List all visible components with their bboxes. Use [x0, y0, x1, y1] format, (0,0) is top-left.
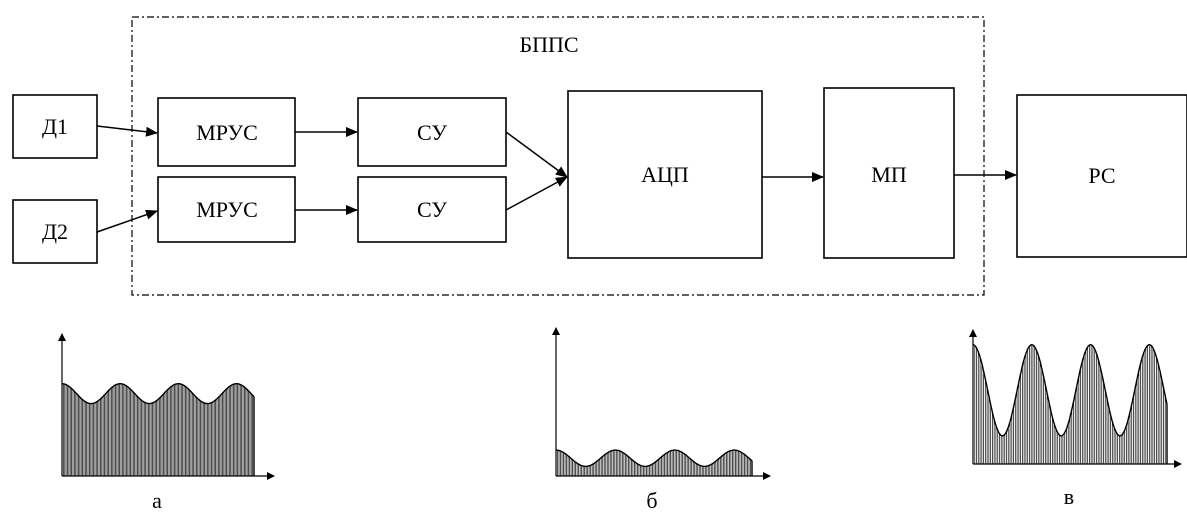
svg-text:МП: МП	[871, 162, 907, 187]
su-block-2: СУ	[357, 176, 507, 243]
svg-text:РС: РС	[1088, 163, 1115, 188]
sensor-d1-block: Д1	[12, 94, 98, 159]
svg-text:Д1: Д1	[42, 114, 68, 139]
signal-envelope	[62, 383, 255, 405]
adc-block: АЦП	[567, 90, 763, 259]
arrow-su1-to-adc	[505, 131, 568, 178]
sensor-d2-block: Д2	[12, 199, 98, 264]
signal-caption-a: а	[152, 488, 162, 512]
mp-block: МП	[823, 87, 955, 259]
mrus-block-2: МРУС	[157, 176, 296, 243]
bpps-group-boundary	[131, 16, 985, 296]
signal-caption-b: б	[646, 488, 657, 512]
svg-text:АЦП: АЦП	[641, 162, 689, 187]
rs-block: РС	[1016, 94, 1187, 258]
arrow-d1-to-mrus1	[96, 125, 158, 137]
signal-envelope	[556, 449, 753, 468]
svg-text:СУ: СУ	[417, 120, 447, 145]
bpps-group-label: БППС	[519, 32, 578, 57]
svg-text:СУ: СУ	[417, 197, 447, 222]
signal-envelope	[972, 343, 1168, 437]
svg-text:МРУС: МРУС	[196, 120, 258, 145]
svg-text:МРУС: МРУС	[196, 197, 258, 222]
signal-caption-v: в	[1064, 484, 1074, 509]
arrow-d2-to-mrus2	[96, 209, 158, 233]
svg-text:Д2: Д2	[42, 219, 68, 244]
signal-plot-b	[552, 327, 771, 480]
arrow-su2-to-adc	[505, 176, 568, 211]
mrus-block-1: МРУС	[157, 97, 296, 167]
signal-plot-v	[969, 329, 1182, 468]
signal-plot-a	[58, 333, 275, 480]
su-block-1: СУ	[357, 97, 507, 167]
